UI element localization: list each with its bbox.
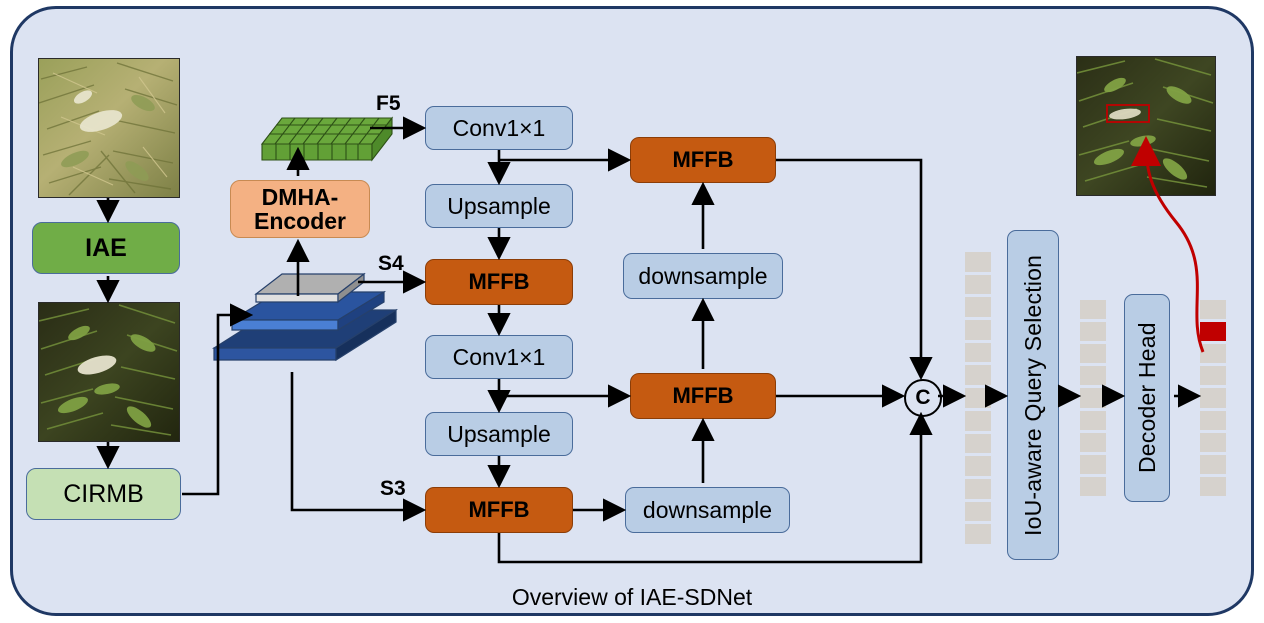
token-cell xyxy=(1080,322,1106,342)
token-cell xyxy=(1200,432,1226,452)
downsample-bottom-block[interactable]: downsample xyxy=(625,487,790,533)
detection-result-image xyxy=(1076,56,1216,196)
input-wheat-image xyxy=(38,58,180,198)
mffb-mid-right-block[interactable]: MFFB xyxy=(630,373,776,419)
token-cell xyxy=(1200,344,1226,364)
label-s4: S4 xyxy=(378,252,404,275)
token-cell xyxy=(965,388,991,408)
token-cell xyxy=(1200,300,1226,320)
token-cell xyxy=(1080,344,1106,364)
token-cell xyxy=(1080,388,1106,408)
iae-block[interactable]: IAE xyxy=(32,222,180,274)
token-column-output xyxy=(1200,300,1226,496)
token-cell xyxy=(1080,300,1106,320)
dmha-encoder-label-2: Encoder xyxy=(253,208,347,234)
token-cell-highlighted xyxy=(1200,322,1226,342)
dmha-encoder-block[interactable]: DMHA- Encoder xyxy=(230,180,370,238)
token-cell xyxy=(965,524,991,544)
token-cell xyxy=(965,433,991,454)
upsample-bottom-block[interactable]: Upsample xyxy=(425,412,573,456)
token-cell xyxy=(965,297,991,318)
mffb-s3-block[interactable]: MFFB xyxy=(425,487,573,533)
decoder-head-block[interactable]: Decoder Head xyxy=(1124,294,1170,502)
token-cell xyxy=(965,252,991,272)
feature-pyramid-stack xyxy=(196,248,412,372)
token-cell xyxy=(965,456,991,476)
token-column-mid xyxy=(1080,300,1106,496)
mffb-top-right-block[interactable]: MFFB xyxy=(630,137,776,183)
token-cell xyxy=(1200,476,1226,496)
token-cell xyxy=(1200,388,1226,408)
token-cell xyxy=(965,410,991,431)
token-cell xyxy=(1080,454,1106,474)
dmha-encoder-label-1: DMHA- xyxy=(261,183,339,210)
token-cell xyxy=(1080,366,1106,386)
token-cell xyxy=(965,342,991,363)
token-cell xyxy=(1200,410,1226,430)
token-cell xyxy=(1080,476,1106,496)
enhanced-wheat-image xyxy=(38,302,180,442)
label-f5: F5 xyxy=(376,92,401,115)
token-cell xyxy=(965,478,991,499)
token-cell xyxy=(965,501,991,522)
figure-caption: Overview of IAE-SDNet xyxy=(511,584,753,610)
conv-top-block[interactable]: Conv1×1 xyxy=(425,106,573,150)
token-cell xyxy=(1200,454,1226,474)
token-cell xyxy=(965,320,991,340)
token-cell xyxy=(965,274,991,295)
downsample-top-block[interactable]: downsample xyxy=(623,253,783,299)
f5-feature-volume xyxy=(232,96,394,166)
token-column-input xyxy=(965,252,991,544)
token-cell xyxy=(965,365,991,386)
red-bounding-box xyxy=(1106,104,1150,123)
label-s3: S3 xyxy=(380,477,406,500)
upsample-top-block[interactable]: Upsample xyxy=(425,184,573,228)
mffb-s4-block[interactable]: MFFB xyxy=(425,259,573,305)
conv-mid-block[interactable]: Conv1×1 xyxy=(425,335,573,379)
concat-node[interactable]: C xyxy=(904,379,942,417)
query-selection-block[interactable]: IoU-aware Query Selection xyxy=(1007,230,1059,560)
token-cell xyxy=(1200,366,1226,386)
token-cell xyxy=(1080,410,1106,430)
cirmb-block[interactable]: CIRMB xyxy=(26,468,181,520)
token-cell xyxy=(1080,432,1106,452)
